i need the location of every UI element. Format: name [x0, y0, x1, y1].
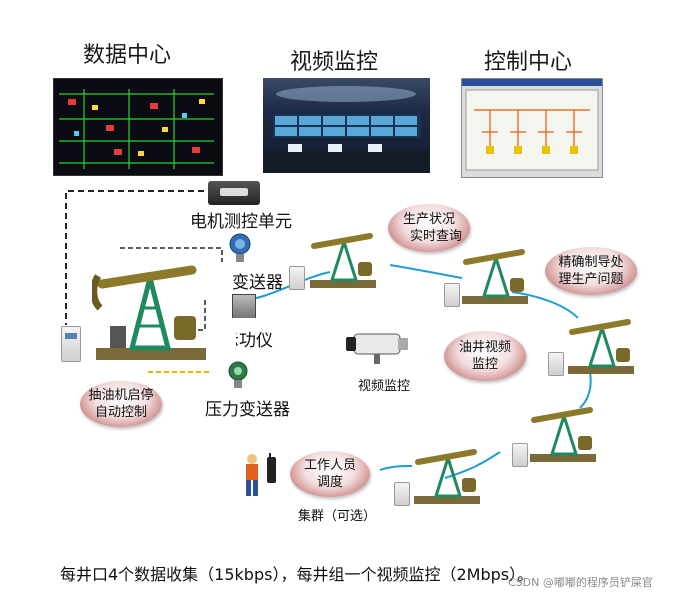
- rtu-device-4: [512, 443, 528, 467]
- data-center-title: 数据中心: [83, 43, 172, 68]
- bubble-pump-control-line2: 自动控制: [94, 405, 147, 420]
- rtu-device-1: [289, 266, 305, 290]
- bubble-staff-dispatch-line1: 工作人员: [303, 458, 356, 473]
- pumpjack-unit-2: [462, 249, 528, 304]
- worker-icon: [246, 453, 276, 496]
- rtu-device-5: [394, 482, 410, 506]
- dynamometer-label-text: 示功仪: [222, 331, 273, 351]
- pressure-transmitter-icon: [228, 361, 248, 388]
- bubble-precise-guidance: 精确制导处理生产问题: [545, 247, 637, 295]
- blue-link-4: [579, 371, 592, 409]
- blue-link-5: [444, 451, 501, 479]
- bubble-precise-guidance-line1: 精确制导处: [558, 255, 624, 270]
- video-camera-label: 视频监控: [358, 379, 411, 394]
- pumpjack-unit-4: [530, 407, 596, 462]
- blue-link-3: [511, 291, 579, 319]
- rtu-device-2: [444, 283, 460, 307]
- bubble-well-video-line1: 油井视频: [458, 340, 511, 355]
- bubble-well-video-line2: 监控: [471, 357, 498, 372]
- window-titlebar: [462, 79, 602, 86]
- video-monitor-title: 视频监控: [290, 50, 379, 75]
- data-center-panel-graphic: [59, 89, 214, 169]
- bubble-production-status: 生产状况实时查询: [388, 204, 470, 252]
- control-cabinet-device: [61, 326, 81, 362]
- data-center-screen: [53, 78, 223, 176]
- control-center-screen: [461, 78, 603, 178]
- pumpjack-unit-3: [568, 319, 634, 374]
- rtu-device-3: [548, 352, 564, 376]
- dynamometer-label-mask: [232, 318, 256, 330]
- csdn-watermark: CSDN @嘟嘟的程序员铲屎官: [508, 576, 653, 589]
- video-camera-icon: [346, 333, 408, 364]
- bubble-pump-control-line1: 抽油机启停: [88, 388, 154, 403]
- dynamometer-label: 示功仪: [236, 326, 289, 351]
- scada-graphic: [465, 89, 599, 171]
- transmitter-icon: [229, 233, 251, 262]
- video-monitor-screen: [263, 78, 430, 173]
- transmitter-label: 变送器: [232, 273, 283, 293]
- pumpjack-unit-5: [414, 449, 480, 504]
- main-pumpjack: [92, 265, 206, 360]
- bubble-production-status-line2: 实时查询: [409, 229, 462, 244]
- pressure-transmitter-label: 压力变送器: [205, 400, 290, 420]
- bubble-staff-dispatch: 工作人员调度: [290, 451, 370, 497]
- bubble-pump-control: 抽油机启停自动控制: [80, 381, 162, 427]
- motor-control-unit-device: [208, 181, 260, 205]
- blue-link-2: [389, 264, 463, 279]
- control-center-title: 控制中心: [484, 50, 573, 75]
- cluster-label: 集群（可选）: [298, 509, 377, 524]
- bubble-production-status-line1: 生产状况: [402, 212, 455, 227]
- blue-link-6: [379, 465, 413, 471]
- bubble-well-video: 油井视频监控: [444, 331, 526, 381]
- monitoring-room-graphic: [263, 86, 430, 173]
- motor-unit-label: 电机测控单元: [190, 212, 292, 232]
- dashed-link-pump: [120, 247, 223, 262]
- bubble-precise-guidance-line2: 理生产问题: [558, 272, 624, 287]
- bubble-staff-dispatch-line2: 调度: [316, 475, 343, 490]
- bottom-caption: 每井口4个数据收集（15kbps），每井组一个视频监控（2Mbps）。: [60, 565, 534, 584]
- pumpjack-unit-1: [310, 233, 376, 288]
